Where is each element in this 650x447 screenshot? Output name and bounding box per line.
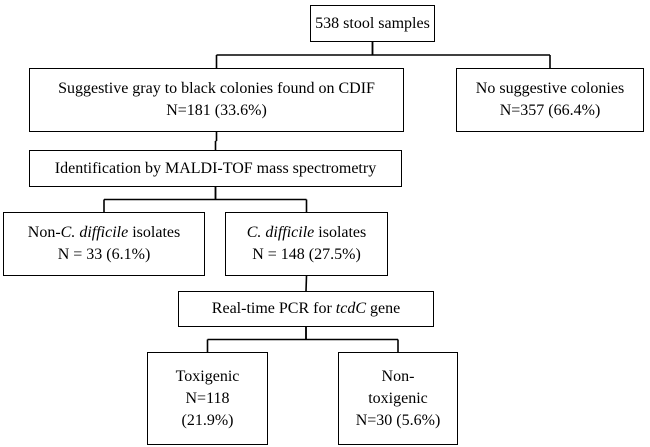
italic-text-run: C. difficile bbox=[246, 224, 315, 241]
node-maldi-tof-identification: Identification by MALDI-TOF mass spectro… bbox=[29, 150, 402, 187]
text-run: Real-time PCR for bbox=[211, 300, 336, 317]
node-text-line: N=118 bbox=[186, 388, 230, 410]
node-suggestive-colonies: Suggestive gray to black colonies found … bbox=[29, 68, 404, 132]
connector-segment bbox=[305, 275, 308, 292]
text-run: No suggestive colonies bbox=[475, 80, 625, 97]
node-c-difficile-isolates: C. difficile isolates N = 148 (27.5%) bbox=[225, 212, 388, 276]
node-text-line: C. difficile isolates bbox=[247, 222, 367, 244]
text-run: 538 stool samples bbox=[315, 14, 430, 32]
node-text-line: Non-C. difficile isolates bbox=[28, 222, 180, 244]
node-text-line: N = 148 (27.5%) bbox=[252, 244, 361, 266]
text-run: Suggestive gray to black colonies found … bbox=[58, 80, 375, 97]
text-run: isolates bbox=[314, 224, 367, 241]
node-text-line: Toxigenic bbox=[176, 366, 240, 388]
node-text-line: N=181 (33.6%) bbox=[166, 100, 267, 122]
italic-text-run: C. difficile bbox=[60, 224, 129, 241]
node-text-line: N=357 (66.4%) bbox=[500, 100, 601, 122]
text-run: toxigenic bbox=[368, 389, 428, 407]
text-run: Identification by MALDI-TOF mass spectro… bbox=[54, 159, 377, 177]
node-text-line: 538 stool samples bbox=[315, 13, 430, 35]
node-stool-samples: 538 stool samples bbox=[310, 5, 435, 42]
text-run: (21.9%) bbox=[181, 411, 234, 429]
text-run: N = 33 (6.1%) bbox=[57, 246, 151, 263]
text-run: N=30 (5.6%) bbox=[355, 411, 441, 429]
node-non-c-difficile-isolates: Non-C. difficile isolates N = 33 (6.1%) bbox=[3, 212, 205, 276]
node-text-line: N = 33 (6.1%) bbox=[58, 244, 151, 266]
node-real-time-pcr-tcdc: Real-time PCR for tcdC gene bbox=[178, 291, 434, 327]
text-run: gene bbox=[366, 300, 401, 317]
text-run: isolates bbox=[128, 224, 181, 241]
text-run: Non- bbox=[381, 367, 415, 385]
node-text-line: Non- bbox=[382, 366, 415, 388]
node-text-line: No suggestive colonies bbox=[476, 78, 624, 100]
italic-text-run: tcdC bbox=[335, 300, 366, 317]
text-run: Toxigenic bbox=[175, 367, 240, 385]
text-run: N=181 (33.6%) bbox=[166, 102, 267, 119]
node-text-line: toxigenic bbox=[368, 388, 428, 410]
node-text-line: Suggestive gray to black colonies found … bbox=[58, 78, 375, 100]
node-text-line: N=30 (5.6%) bbox=[356, 410, 441, 432]
text-run: N = 148 (27.5%) bbox=[252, 246, 361, 263]
text-run: N=118 bbox=[185, 389, 230, 407]
node-text-line: Real-time PCR for tcdC gene bbox=[212, 298, 400, 320]
text-run: N=357 (66.4%) bbox=[499, 102, 601, 119]
text-run: Non- bbox=[27, 224, 61, 241]
node-text-line: (21.9%) bbox=[182, 410, 234, 432]
node-text-line: Identification by MALDI-TOF mass spectro… bbox=[55, 158, 376, 180]
